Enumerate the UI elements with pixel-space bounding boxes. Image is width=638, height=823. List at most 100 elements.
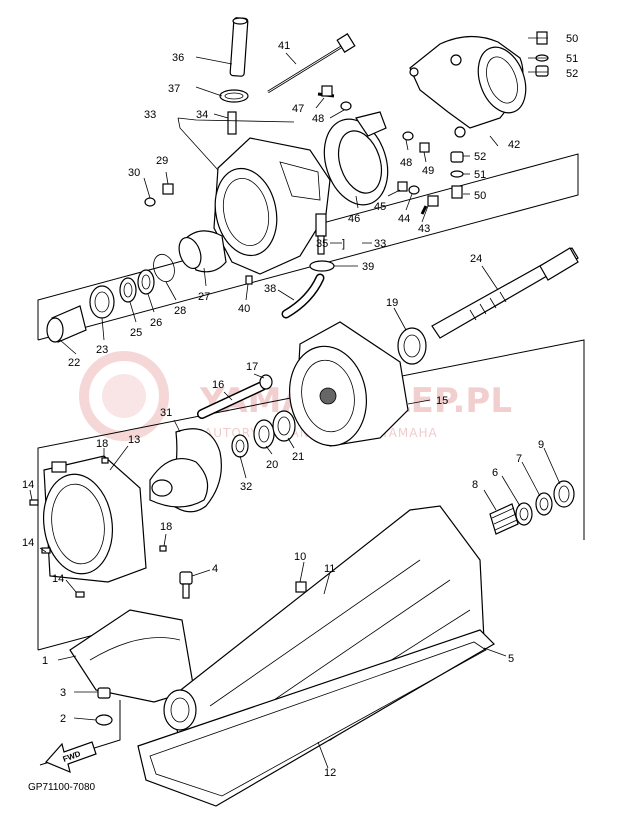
callout-33-upper[interactable]: 33 bbox=[144, 109, 156, 121]
callout-38[interactable]: 38 bbox=[264, 283, 276, 295]
pin-14-lower[interactable] bbox=[75, 591, 85, 598]
part-hose-38[interactable] bbox=[281, 273, 325, 319]
part-housing-33[interactable] bbox=[208, 137, 331, 275]
collar-45[interactable] bbox=[397, 181, 408, 192]
part-seal-6[interactable] bbox=[515, 502, 533, 526]
part-bearing-9[interactable] bbox=[553, 480, 575, 508]
part-seal-7[interactable] bbox=[535, 492, 553, 516]
callout-33-lower[interactable]: 33 bbox=[374, 238, 386, 250]
part-bolt-47[interactable] bbox=[317, 85, 335, 98]
callout-47[interactable]: 47 bbox=[292, 103, 304, 115]
washer-44[interactable] bbox=[408, 185, 420, 195]
callout-36[interactable]: 36 bbox=[172, 52, 184, 64]
callout-21[interactable]: 21 bbox=[292, 451, 304, 463]
callout-48-lower[interactable]: 48 bbox=[400, 157, 412, 169]
part-seal-25[interactable] bbox=[119, 277, 137, 303]
washer-48-upper[interactable] bbox=[340, 101, 352, 111]
callout-14-upper[interactable]: 14 bbox=[22, 479, 34, 491]
callout-35[interactable]: 35 bbox=[316, 238, 328, 250]
callout-8[interactable]: 8 bbox=[472, 479, 478, 491]
callout-31[interactable]: 31 bbox=[160, 407, 172, 419]
callout-17[interactable]: 17 bbox=[246, 361, 258, 373]
part-bolt-29[interactable] bbox=[162, 183, 174, 195]
callout-9[interactable]: 9 bbox=[538, 439, 544, 451]
part-washer-32[interactable] bbox=[231, 434, 249, 458]
part-impeller-housing-15[interactable] bbox=[282, 321, 409, 452]
callout-15[interactable]: 15 bbox=[436, 395, 448, 407]
callout-24[interactable]: 24 bbox=[470, 253, 482, 265]
part-clamp-37[interactable] bbox=[219, 89, 249, 103]
callout-52-upper[interactable]: 52 bbox=[566, 68, 578, 80]
washer-48-lower[interactable] bbox=[402, 131, 414, 141]
bolt-3[interactable] bbox=[97, 687, 111, 699]
part-plate-5[interactable] bbox=[137, 629, 495, 807]
callout-5[interactable]: 5 bbox=[508, 653, 514, 665]
part-coupling-8[interactable] bbox=[489, 503, 519, 535]
callout-51-lower[interactable]: 51 bbox=[474, 169, 486, 181]
callout-42[interactable]: 42 bbox=[508, 139, 520, 151]
pin-14-upper[interactable] bbox=[29, 499, 39, 506]
callout-13[interactable]: 13 bbox=[128, 434, 140, 446]
clamp-17[interactable] bbox=[259, 374, 273, 390]
nut-49[interactable] bbox=[419, 142, 430, 153]
part-nozzle-housing-13[interactable] bbox=[37, 455, 147, 583]
part-sleeve-22[interactable] bbox=[46, 305, 87, 343]
callout-46[interactable]: 46 bbox=[348, 213, 360, 225]
callout-41[interactable]: 41 bbox=[278, 40, 290, 52]
callout-48-upper[interactable]: 48 bbox=[312, 113, 324, 125]
callout-51-upper[interactable]: 51 bbox=[566, 53, 578, 65]
pin-14-middle[interactable] bbox=[41, 547, 51, 554]
hardware-lower-50-51-52[interactable] bbox=[450, 151, 464, 199]
plug-40[interactable] bbox=[245, 275, 253, 285]
callout-27[interactable]: 27 bbox=[198, 291, 210, 303]
part-nozzle-42[interactable] bbox=[409, 35, 534, 138]
callout-14-middle[interactable]: 14 bbox=[22, 537, 34, 549]
callout-52-lower[interactable]: 52 bbox=[474, 151, 486, 163]
callout-45[interactable]: 45 bbox=[374, 201, 386, 213]
callout-30[interactable]: 30 bbox=[128, 167, 140, 179]
callout-20[interactable]: 20 bbox=[266, 459, 278, 471]
callout-29[interactable]: 29 bbox=[156, 155, 168, 167]
callout-40[interactable]: 40 bbox=[238, 303, 250, 315]
callout-22[interactable]: 22 bbox=[68, 357, 80, 369]
callout-1[interactable]: 1 bbox=[42, 655, 48, 667]
callout-3[interactable]: 3 bbox=[60, 687, 66, 699]
callout-23[interactable]: 23 bbox=[96, 344, 108, 356]
part-seal-26[interactable] bbox=[137, 269, 155, 295]
part-bolt-43[interactable] bbox=[420, 195, 439, 215]
callout-26[interactable]: 26 bbox=[150, 317, 162, 329]
callout-49[interactable]: 49 bbox=[422, 165, 434, 177]
oring-28[interactable] bbox=[150, 252, 178, 285]
washer-30[interactable] bbox=[144, 197, 156, 207]
part-seal-20[interactable] bbox=[253, 419, 275, 449]
callout-32[interactable]: 32 bbox=[240, 481, 252, 493]
part-hose-36[interactable] bbox=[229, 17, 249, 77]
part-elbow-27[interactable] bbox=[175, 230, 227, 273]
hardware-upper-50-51-52[interactable] bbox=[535, 31, 549, 77]
pin-18-upper[interactable] bbox=[101, 457, 109, 464]
callout-4[interactable]: 4 bbox=[212, 563, 218, 575]
callout-11[interactable]: 11 bbox=[324, 563, 335, 575]
callout-18-upper[interactable]: 18 bbox=[96, 438, 108, 450]
callout-7[interactable]: 7 bbox=[516, 453, 522, 465]
callout-16[interactable]: 16 bbox=[212, 379, 224, 391]
callout-12[interactable]: 12 bbox=[324, 767, 336, 779]
part-clamp-39[interactable] bbox=[309, 260, 335, 272]
part-fitting-34[interactable] bbox=[227, 111, 237, 135]
pipe-35[interactable] bbox=[317, 235, 325, 255]
part-bearing-19[interactable] bbox=[397, 327, 427, 365]
callout-44[interactable]: 44 bbox=[398, 213, 410, 225]
callout-10[interactable]: 10 bbox=[294, 551, 306, 563]
part-bearing-23[interactable] bbox=[89, 285, 115, 319]
callout-39[interactable]: 39 bbox=[362, 261, 374, 273]
washer-2[interactable] bbox=[95, 714, 113, 726]
part-cover-1[interactable] bbox=[69, 609, 195, 703]
part-fitting-4[interactable] bbox=[179, 571, 193, 599]
callout-18-lower[interactable]: 18 bbox=[160, 521, 172, 533]
callout-6[interactable]: 6 bbox=[492, 467, 498, 479]
callout-28[interactable]: 28 bbox=[174, 305, 186, 317]
callout-2[interactable]: 2 bbox=[60, 713, 66, 725]
callout-34[interactable]: 34 bbox=[196, 109, 208, 121]
callout-37[interactable]: 37 bbox=[168, 83, 180, 95]
bolt-10[interactable] bbox=[295, 581, 307, 593]
